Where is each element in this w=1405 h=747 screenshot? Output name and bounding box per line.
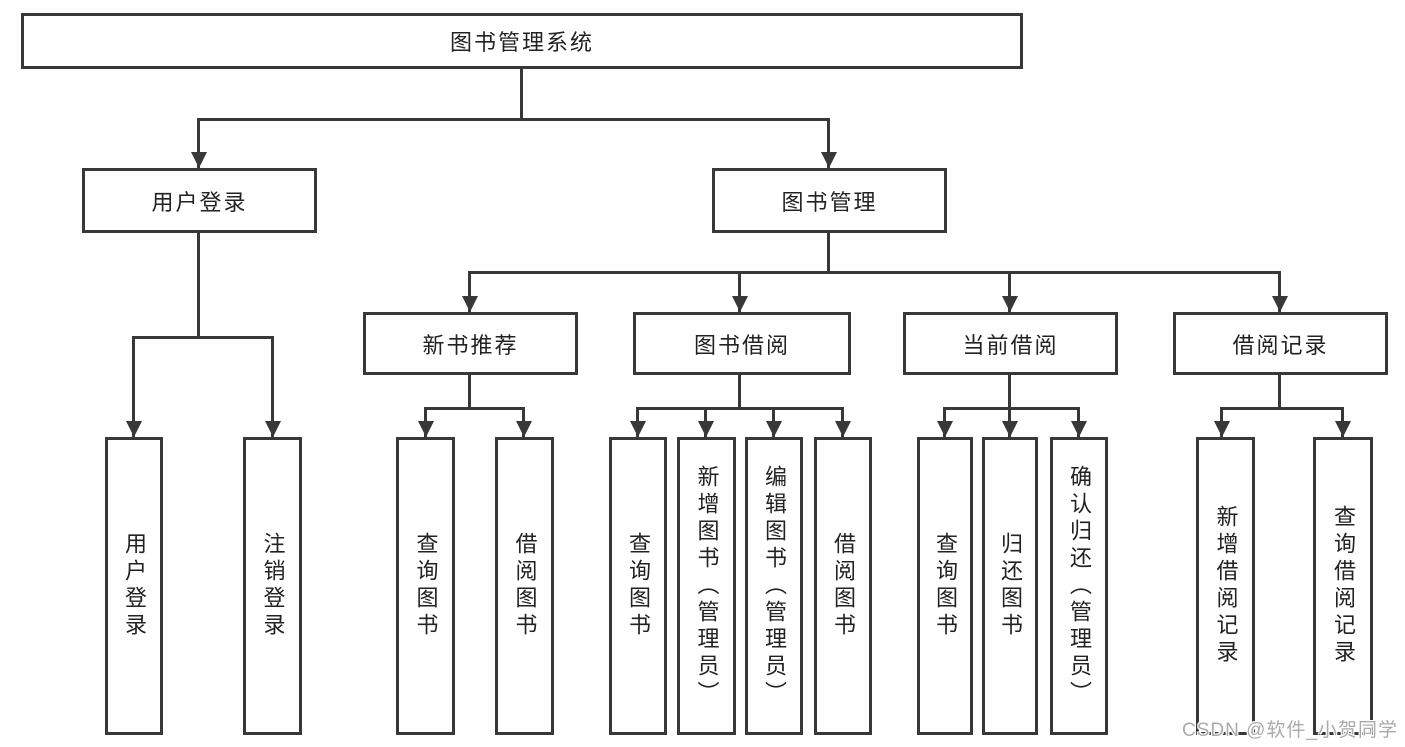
connector-hline [636,407,844,410]
arrowhead-down-icon [835,421,851,437]
node-current-borrow-label: 当前借阅 [962,332,1059,358]
node-confirm-return-admin: 确认归还（管理员） [1050,437,1108,735]
connector-vline [738,373,741,409]
connector-vline [468,373,471,409]
node-user-login-leaf: 用户登录 [105,437,163,735]
node-add-books-admin: 新增图书（管理员） [677,437,736,735]
node-new-book-recommend: 新书推荐 [363,312,578,375]
connector-vline [1278,373,1281,409]
node-user-login-label: 用户登录 [151,189,248,215]
connector-hline [1220,407,1344,410]
node-logout: 注销登录 [243,437,302,735]
node-return-books-label: 归还图书 [998,532,1023,640]
connector-vline [271,336,274,437]
node-query-books-current: 查询图书 [917,437,973,735]
connector-hline [197,118,830,121]
arrowhead-down-icon [630,421,646,437]
connector-vline [1278,271,1281,312]
node-add-books-admin-label: 新增图书（管理员） [694,464,720,708]
connector-hline [132,336,274,339]
node-query-books-recommend: 查询图书 [396,437,455,735]
node-user-login-leaf-label: 用户登录 [122,532,147,640]
node-book-borrow-label: 图书借阅 [693,332,790,358]
arrowhead-down-icon [191,152,207,168]
connector-hline [468,271,1281,274]
node-book-borrow: 图书借阅 [633,312,851,375]
connector-vline [197,232,200,338]
node-borrow-books-leaf-label: 借阅图书 [831,532,856,640]
arrowhead-down-icon [516,421,532,437]
node-query-books-borrow-label: 查询图书 [626,532,651,640]
node-edit-books-admin: 编辑图书（管理员） [745,437,803,735]
arrowhead-down-icon [1002,296,1018,312]
connector-hline [424,407,525,410]
node-query-borrow-record-label: 查询借阅记录 [1331,505,1356,667]
node-return-books: 归还图书 [982,437,1038,735]
node-borrow-records-label: 借阅记录 [1232,332,1329,358]
arrowhead-down-icon [766,421,782,437]
node-query-books-current-label: 查询图书 [933,532,958,640]
arrowhead-down-icon [821,152,837,168]
connector-hline [943,407,1080,410]
node-current-borrow: 当前借阅 [903,312,1118,375]
connector-vline [520,67,523,120]
arrowhead-down-icon [1071,421,1087,437]
node-query-books-recommend-label: 查询图书 [413,532,439,640]
node-logout-label: 注销登录 [260,532,286,640]
node-library-system-label: 图书管理系统 [449,30,594,55]
connector-vline [827,232,830,273]
arrowhead-down-icon [1335,421,1351,437]
node-query-books-borrow: 查询图书 [609,437,667,735]
arrowhead-down-icon [1272,296,1288,312]
arrowhead-down-icon [937,421,953,437]
node-book-management: 图书管理 [712,168,947,233]
connector-vline [197,118,200,168]
arrowhead-down-icon [418,421,434,437]
node-borrow-records: 借阅记录 [1173,312,1388,375]
node-query-borrow-record: 查询借阅记录 [1313,437,1373,735]
node-user-login: 用户登录 [82,168,317,233]
connector-vline [132,336,135,437]
arrowhead-down-icon [1214,421,1230,437]
connector-vline [738,271,741,312]
node-borrow-books-recommend: 借阅图书 [495,437,554,735]
node-add-borrow-record: 新增借阅记录 [1196,437,1255,735]
connector-vline [827,118,830,168]
node-borrow-books-leaf: 借阅图书 [814,437,872,735]
connector-vline [468,271,471,312]
node-borrow-books-recommend-label: 借阅图书 [512,532,538,640]
csdn-watermark: CSDN @软件_小贺同学 [1182,720,1398,741]
node-library-system: 图书管理系统 [21,13,1023,69]
node-new-book-recommend-label: 新书推荐 [422,332,519,358]
arrowhead-down-icon [1002,421,1018,437]
arrowhead-down-icon [462,296,478,312]
node-add-borrow-record-label: 新增借阅记录 [1213,505,1239,667]
connector-vline [1008,373,1011,409]
arrowhead-down-icon [265,421,281,437]
node-confirm-return-admin-label: 确认归还（管理员） [1067,464,1092,708]
node-book-management-label: 图书管理 [781,189,878,215]
node-edit-books-admin-label: 编辑图书（管理员） [762,464,787,708]
arrowhead-down-icon [698,421,714,437]
arrowhead-down-icon [732,296,748,312]
connector-vline [1008,271,1011,312]
arrowhead-down-icon [126,421,142,437]
